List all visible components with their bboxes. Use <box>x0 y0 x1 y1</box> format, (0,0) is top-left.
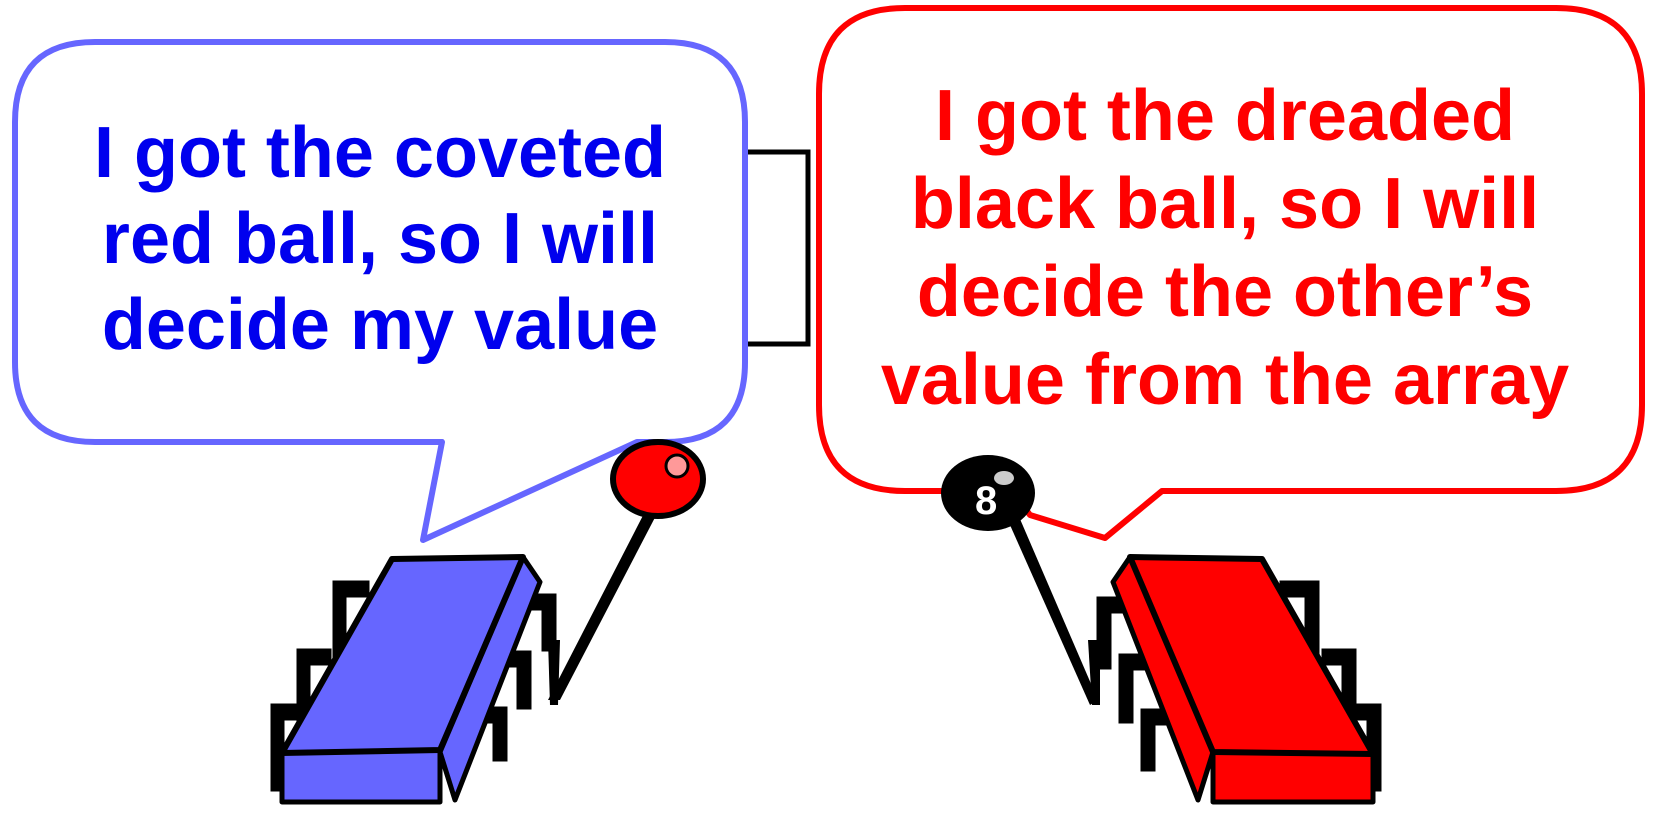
blue-processor-chip-icon <box>270 498 662 805</box>
bracket-connector-icon <box>745 149 811 347</box>
left-bubble-text: I got the coveted red ball, so I will de… <box>93 113 667 365</box>
left-speech-bubble <box>12 39 748 543</box>
eight-ball-label: 8 <box>975 479 997 523</box>
red-ball-icon <box>610 439 706 519</box>
right-bubble-text: I got the dreaded black ball, so I will … <box>880 76 1570 420</box>
eight-ball-icon: 8 <box>941 455 1035 531</box>
red-processor-chip-icon <box>1010 519 1382 805</box>
right-speech-bubble <box>816 5 1645 541</box>
